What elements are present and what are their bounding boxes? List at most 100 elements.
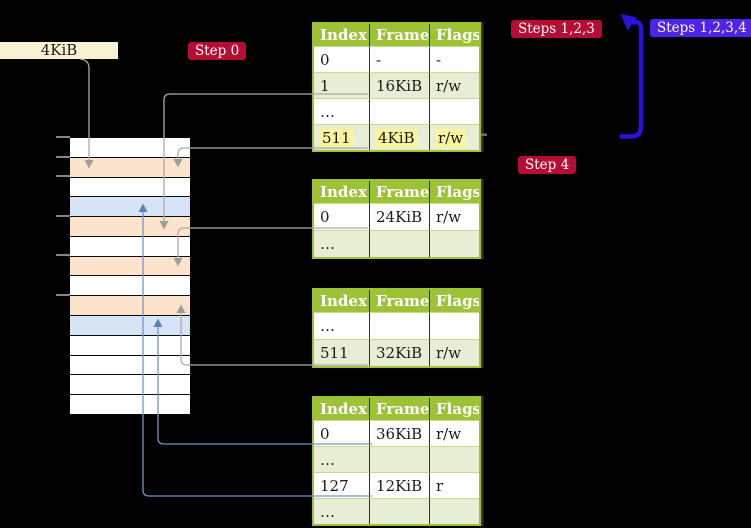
table-row: 0 36KiB r/w bbox=[314, 420, 479, 446]
cell-index: … bbox=[314, 498, 369, 524]
cell-frame bbox=[369, 498, 429, 524]
col-header-flags: Flags bbox=[429, 181, 479, 203]
cell-index: 511 bbox=[314, 124, 369, 150]
cell-frame: - bbox=[369, 46, 429, 72]
cell-flags: r/w bbox=[429, 339, 479, 366]
table-row: 1 16KiB r/w bbox=[314, 72, 479, 98]
cell-flags bbox=[429, 446, 479, 472]
cell-frame: 4KiB bbox=[369, 124, 429, 150]
col-header-index: Index bbox=[320, 292, 367, 310]
table-header-row: Index Frame Flags bbox=[314, 181, 479, 203]
table-row: … bbox=[314, 498, 479, 524]
col-header-flags: Flags bbox=[429, 290, 479, 312]
page-table-3: Index Frame Flags … 511 32KiB r/w bbox=[312, 288, 481, 368]
cell-index: … bbox=[314, 446, 369, 472]
table-row: … bbox=[314, 312, 479, 339]
cell-flags: r/w bbox=[429, 124, 479, 150]
frame-size-label: 4KiB bbox=[0, 42, 118, 59]
col-header-index: Index bbox=[320, 183, 367, 201]
memory-frame-row bbox=[70, 236, 190, 257]
address-tick bbox=[56, 136, 70, 138]
cell-frame: 32KiB bbox=[369, 339, 429, 366]
memory-frame-row bbox=[70, 157, 190, 178]
highlight: r/w bbox=[436, 129, 467, 148]
cell-flags: r/w bbox=[429, 203, 479, 230]
cell-flags bbox=[429, 312, 479, 339]
address-tick bbox=[56, 175, 70, 177]
cell-frame bbox=[369, 230, 429, 257]
physical-memory-strip bbox=[70, 137, 190, 415]
memory-frame-row bbox=[70, 217, 190, 237]
memory-frame-row bbox=[70, 316, 190, 336]
table-row: 0 - - bbox=[314, 46, 479, 72]
memory-frame-row bbox=[70, 137, 190, 158]
cell-index: … bbox=[314, 312, 369, 339]
dash-t1-row511-right bbox=[481, 133, 487, 136]
address-tick bbox=[56, 254, 70, 256]
cell-flags: - bbox=[429, 46, 479, 72]
cell-flags bbox=[429, 98, 479, 124]
cell-frame bbox=[369, 98, 429, 124]
col-header-frame: Frame bbox=[369, 24, 429, 46]
memory-frame-row bbox=[70, 375, 190, 396]
cell-frame bbox=[369, 446, 429, 472]
memory-frame-row bbox=[70, 335, 190, 356]
cell-index: … bbox=[314, 230, 369, 257]
memory-frame-row bbox=[70, 355, 190, 376]
cell-index: 0 bbox=[314, 46, 369, 72]
highlight: 4KiB bbox=[376, 129, 418, 148]
address-tick bbox=[56, 294, 70, 296]
cell-flags bbox=[429, 498, 479, 524]
cell-frame bbox=[369, 312, 429, 339]
col-header-flags: Flags bbox=[429, 398, 479, 420]
cell-index: 511 bbox=[314, 339, 369, 366]
cell-index: 0 bbox=[314, 203, 369, 230]
col-header-frame: Frame bbox=[369, 290, 429, 312]
cell-index: … bbox=[314, 98, 369, 124]
table-row: 511 32KiB r/w bbox=[314, 339, 479, 366]
cell-frame: 36KiB bbox=[369, 420, 429, 446]
cell-flags: r bbox=[429, 472, 479, 498]
address-tick bbox=[56, 215, 70, 217]
table-row: … bbox=[314, 98, 479, 124]
table-row: 127 12KiB r bbox=[314, 472, 479, 498]
big-blue-loop-arrow bbox=[620, 19, 644, 139]
memory-frame-row bbox=[70, 395, 190, 415]
memory-frame-row bbox=[70, 296, 190, 317]
highlight: 511 bbox=[320, 129, 354, 148]
badge-steps-1-2-3-4: Steps 1,2,3,4 bbox=[650, 19, 751, 37]
table-header-row: Index Frame Flags bbox=[314, 398, 479, 420]
page-table-1: Index Frame Flags 0 - - 1 16KiB r/w … 51… bbox=[312, 22, 481, 152]
big-blue-arrowhead bbox=[620, 14, 637, 31]
cell-frame: 24KiB bbox=[369, 203, 429, 230]
cell-frame: 12KiB bbox=[369, 472, 429, 498]
cell-index: 1 bbox=[314, 72, 369, 98]
memory-frame-row bbox=[70, 197, 190, 218]
address-tick bbox=[56, 156, 70, 158]
cell-flags: r/w bbox=[429, 420, 479, 446]
badge-step-4: Step 4 bbox=[518, 156, 577, 174]
table-row: … bbox=[314, 230, 479, 257]
badge-step-0: Step 0 bbox=[188, 42, 247, 60]
table-header-row: Index Frame Flags bbox=[314, 290, 479, 312]
col-header-index: Index bbox=[320, 26, 367, 44]
cell-index: 0 bbox=[314, 420, 369, 446]
badge-steps-1-2-3: Steps 1,2,3 bbox=[511, 20, 602, 38]
table-header-row: Index Frame Flags bbox=[314, 24, 479, 46]
cell-flags: r/w bbox=[429, 72, 479, 98]
memory-frame-row bbox=[70, 177, 190, 198]
cell-flags bbox=[429, 230, 479, 257]
page-table-2: Index Frame Flags 0 24KiB r/w … bbox=[312, 179, 481, 259]
table-row-highlighted: 511 4KiB r/w bbox=[314, 124, 479, 150]
page-table-4: Index Frame Flags 0 36KiB r/w … 127 12Ki… bbox=[312, 396, 481, 526]
col-header-index: Index bbox=[320, 400, 367, 418]
col-header-flags: Flags bbox=[429, 24, 479, 46]
col-header-frame: Frame bbox=[369, 181, 429, 203]
memory-frame-row bbox=[70, 276, 190, 297]
col-header-frame: Frame bbox=[369, 398, 429, 420]
table-row: … bbox=[314, 446, 479, 472]
memory-frame-row bbox=[70, 256, 190, 277]
cell-index: 127 bbox=[314, 472, 369, 498]
table-row: 0 24KiB r/w bbox=[314, 203, 479, 230]
